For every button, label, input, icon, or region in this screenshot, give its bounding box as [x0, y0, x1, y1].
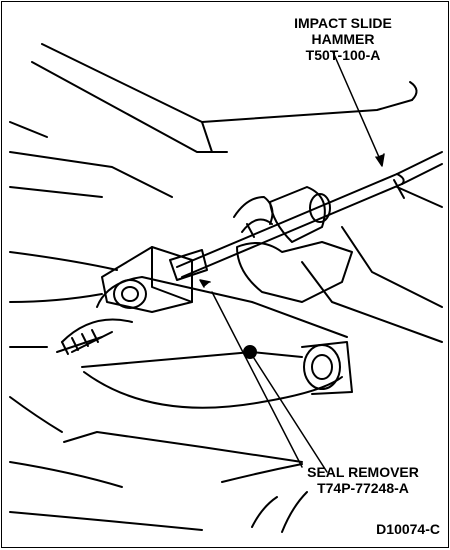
figure-id: D10074-C	[376, 521, 440, 537]
callout-line: T74P-77248-A	[317, 480, 409, 496]
callout-line: T50T-100-A	[305, 47, 381, 63]
body-panel-lines	[9, 121, 203, 531]
callout-line: IMPACT SLIDE	[294, 15, 392, 31]
seal-bracket	[101, 246, 193, 313]
crossmember-rail	[31, 43, 418, 153]
pan-detail	[56, 329, 103, 355]
hand	[233, 196, 353, 303]
callout-line: SEAL REMOVER	[307, 464, 419, 480]
leader-lines	[199, 51, 385, 473]
slide-hammer-tool	[169, 151, 443, 281]
impact-slide-hammer-callout: IMPACT SLIDE HAMMER T50T-100-A	[268, 15, 418, 63]
callout-line: HAMMER	[311, 31, 375, 47]
frame-rails-right	[301, 179, 443, 343]
seal-remover-callout: SEAL REMOVER T74P-77248-A	[288, 464, 438, 496]
